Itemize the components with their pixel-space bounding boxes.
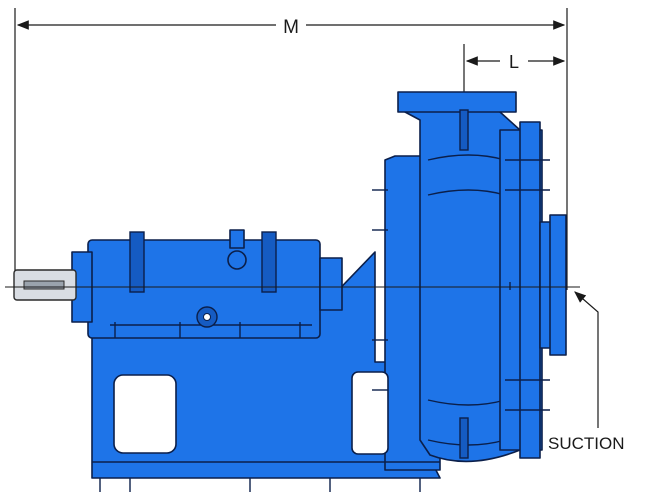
suction-label: SUCTION [548, 434, 625, 453]
bearing-housing [71, 229, 343, 339]
base-window-right [351, 371, 389, 455]
pump-casing [372, 91, 567, 463]
discharge-flange [397, 91, 517, 113]
suction-leader [574, 291, 599, 428]
shaft [13, 269, 77, 301]
dimension-m-label: M [283, 17, 299, 38]
base-window-left [113, 374, 177, 454]
dimension-m: M [14, 8, 568, 290]
oil-cup-icon [227, 250, 247, 270]
suction-flange [549, 214, 567, 356]
suction-callout: SUCTION [548, 291, 625, 453]
dimension-l: L [463, 44, 566, 100]
dimension-l-label: L [509, 52, 519, 72]
